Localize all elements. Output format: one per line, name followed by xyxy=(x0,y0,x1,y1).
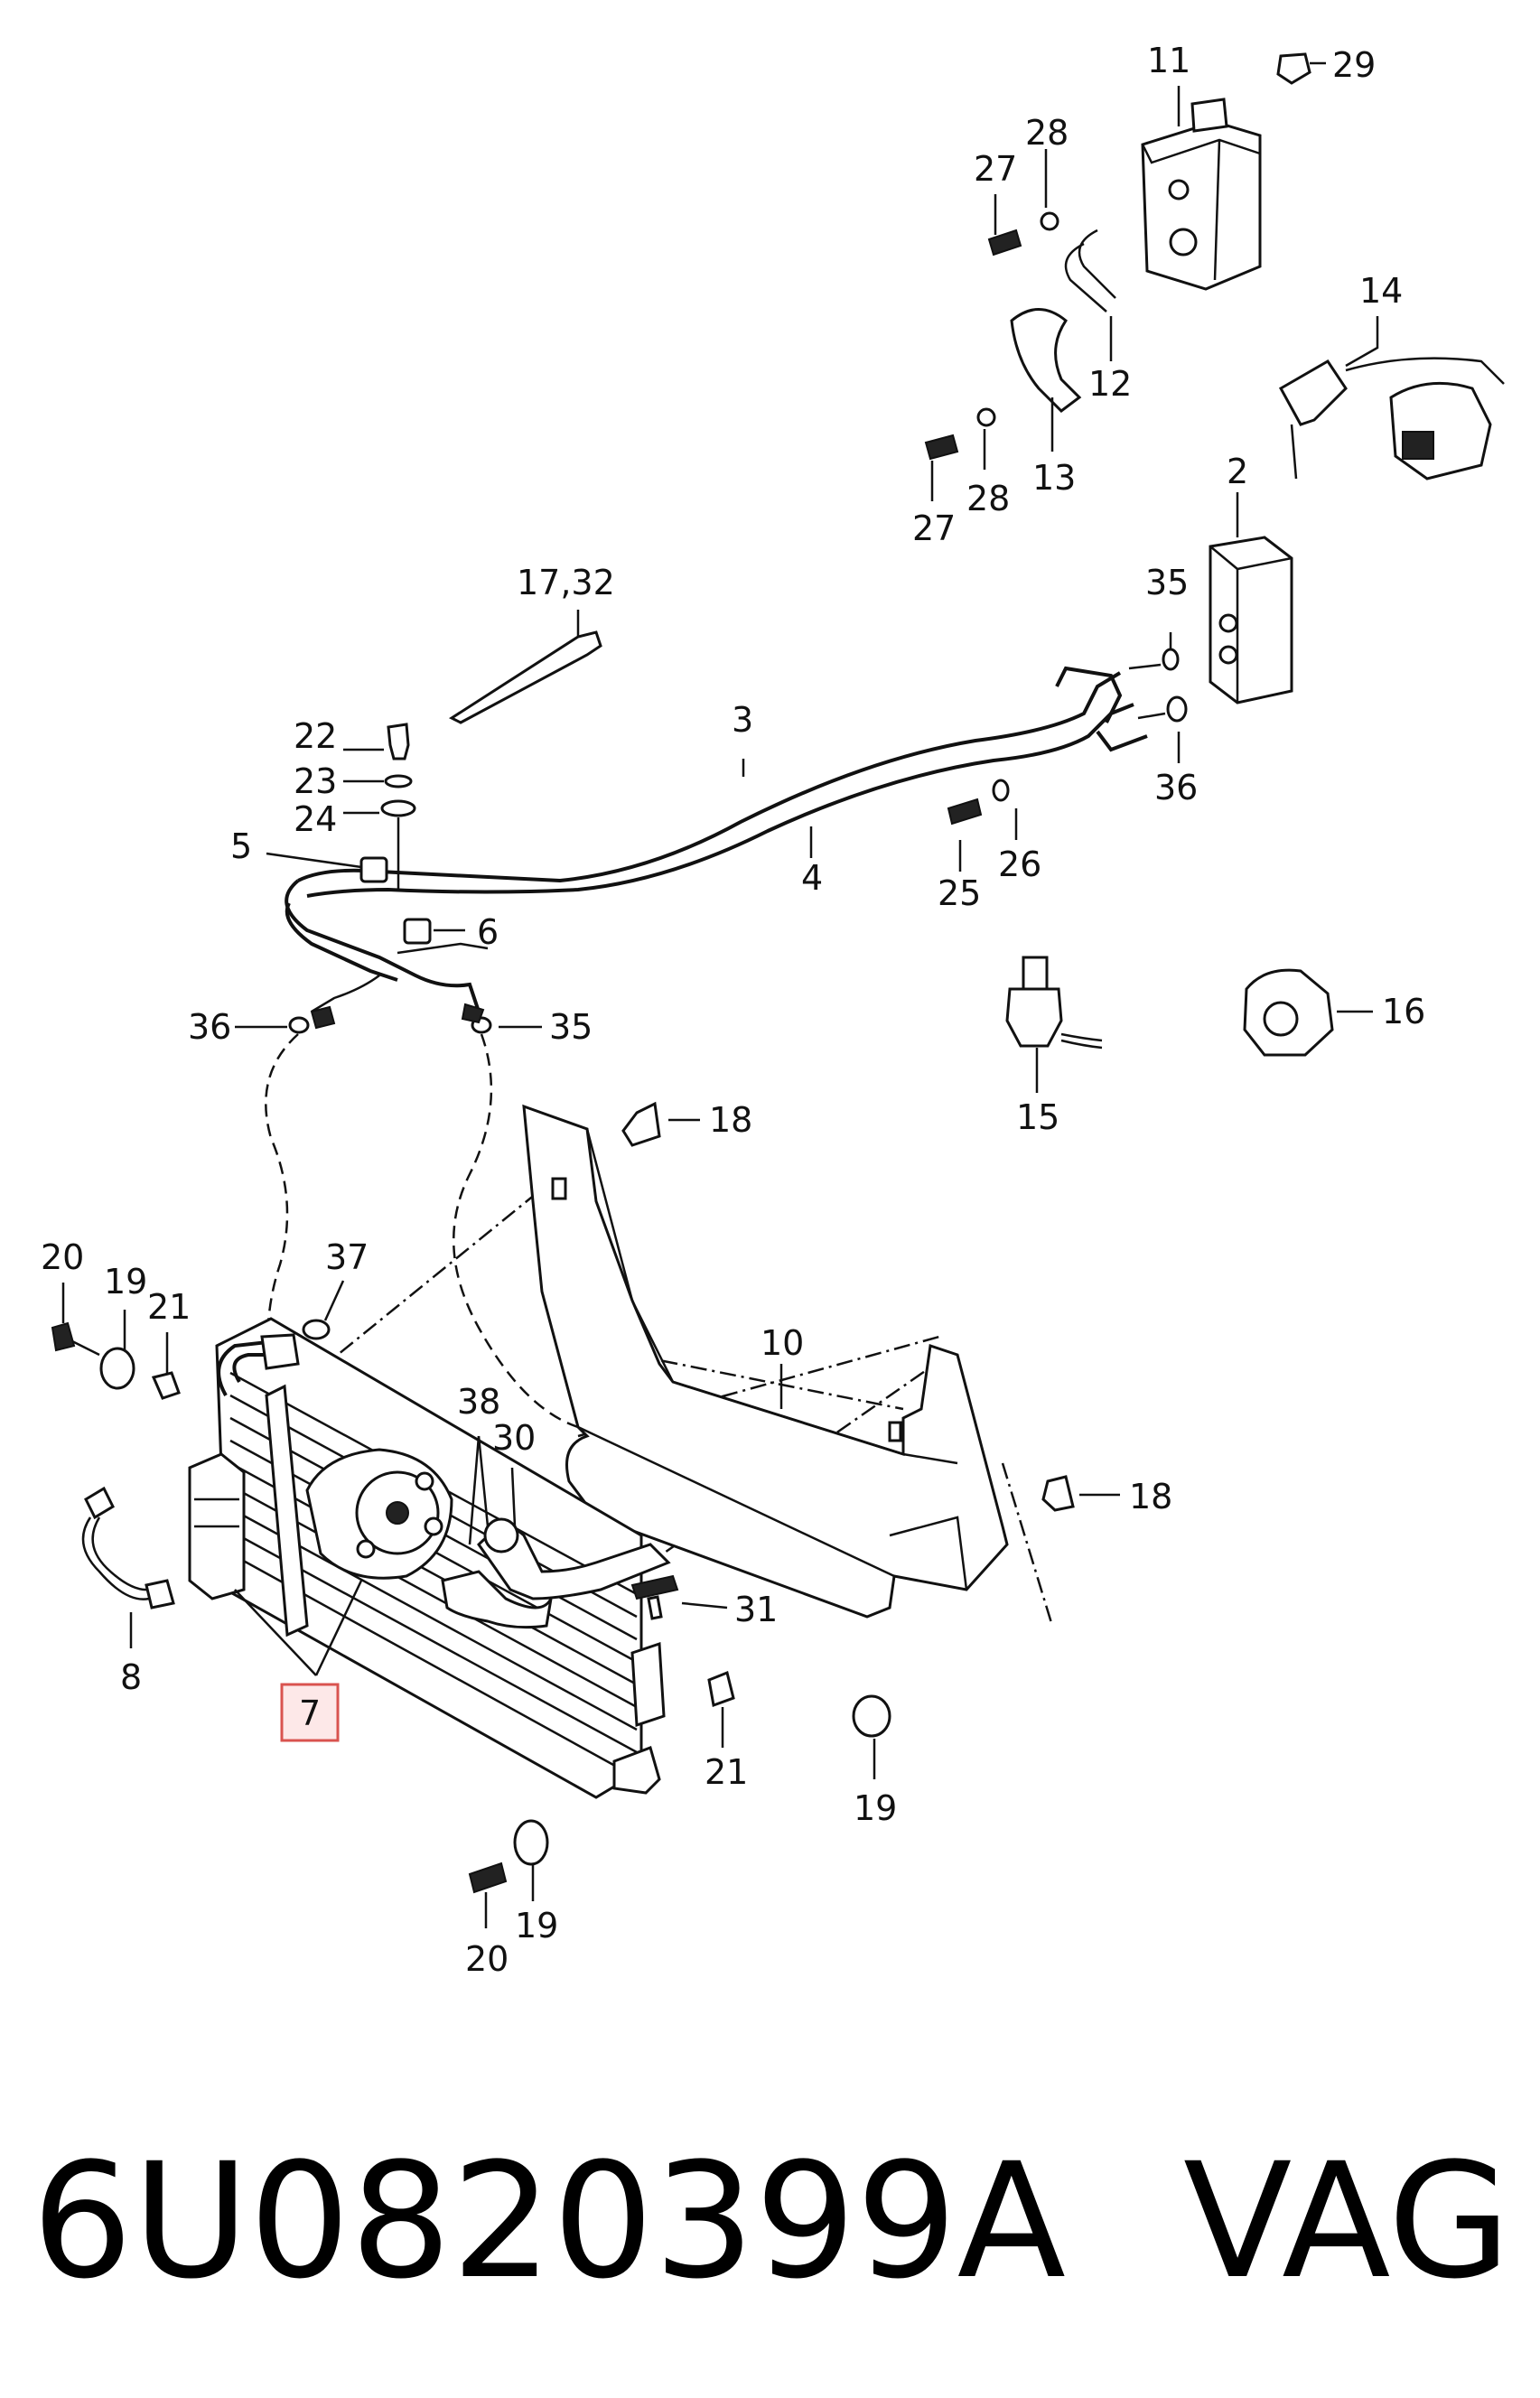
sensor-part-14 xyxy=(1278,357,1505,481)
callout-2: 2 xyxy=(1227,452,1248,491)
callout-7: 7 xyxy=(299,1694,321,1733)
callout-30: 30 xyxy=(492,1418,536,1458)
hose-part-12 xyxy=(1064,229,1116,313)
callout-21: 21 xyxy=(705,1752,748,1792)
callout-19: 19 xyxy=(515,1906,558,1945)
callout-29: 29 xyxy=(1332,45,1376,85)
reservoir-part-11 xyxy=(1141,98,1262,291)
part-number: 6U0820399A xyxy=(32,2129,1066,2314)
screw-washer-25-26 xyxy=(947,779,1010,826)
callout-3: 3 xyxy=(732,700,753,740)
compressor-body xyxy=(305,1448,453,1580)
callout-38: 38 xyxy=(457,1382,500,1422)
callout-20: 20 xyxy=(41,1237,84,1277)
callout-18: 18 xyxy=(709,1100,752,1140)
callout-16: 16 xyxy=(1382,992,1425,1031)
leader-lines xyxy=(61,61,1379,1928)
callout-36: 36 xyxy=(188,1007,231,1047)
callout-21: 21 xyxy=(147,1287,191,1327)
callout-19: 19 xyxy=(854,1788,897,1828)
footer: 6U0820399A VAG xyxy=(32,2129,1511,2314)
callout-5: 5 xyxy=(230,826,252,866)
clip-part-29 xyxy=(1276,52,1311,85)
callout-31: 31 xyxy=(734,1590,778,1629)
switch-part-16 xyxy=(1243,968,1334,1057)
callout-6: 6 xyxy=(477,912,499,952)
callout-labels: 11 29 28 27 12 14 27 28 13 2 17,32 35 3 … xyxy=(41,41,1425,1979)
callout-20: 20 xyxy=(465,1939,509,1979)
callout-14: 14 xyxy=(1359,271,1403,311)
callout-35: 35 xyxy=(1145,563,1189,602)
callout-25: 25 xyxy=(938,873,981,913)
mounts-19-20-21 xyxy=(51,1319,891,1894)
callout-15: 15 xyxy=(1016,1097,1059,1137)
hose-part-13 xyxy=(1010,308,1082,413)
callout-28: 28 xyxy=(966,479,1010,518)
callout-27: 27 xyxy=(912,509,956,548)
callout-13: 13 xyxy=(1032,458,1076,498)
callout-28: 28 xyxy=(1025,113,1069,153)
callout-4: 4 xyxy=(801,858,823,898)
bolt-part-31 xyxy=(630,1574,679,1620)
callout-37: 37 xyxy=(325,1237,369,1277)
screw-washer-27-28 xyxy=(924,211,1059,461)
callout-17-32: 17,32 xyxy=(517,563,615,602)
highlight-box xyxy=(280,1683,340,1742)
callout-23: 23 xyxy=(294,761,337,801)
callout-35: 35 xyxy=(549,1007,593,1047)
callout-26: 26 xyxy=(998,844,1041,884)
switch-part-15 xyxy=(1005,956,1103,1050)
brand-label: VAG xyxy=(1183,2129,1511,2314)
bolt-washers-22-23-24 xyxy=(380,723,416,890)
bracket-part-10 xyxy=(522,1104,1009,1619)
callout-24: 24 xyxy=(294,799,337,839)
callout-36: 36 xyxy=(1154,768,1198,807)
sensor-lead-part-8 xyxy=(81,1486,175,1610)
clips-part-18 xyxy=(621,1101,1075,1512)
callout-10: 10 xyxy=(761,1323,804,1363)
callout-11: 11 xyxy=(1147,41,1190,80)
block-part-2 xyxy=(1209,536,1293,704)
tie-strap-part-17-32 xyxy=(448,630,602,724)
callout-12: 12 xyxy=(1088,364,1132,404)
callout-19: 19 xyxy=(104,1262,147,1302)
callout-8: 8 xyxy=(120,1657,142,1697)
callout-27: 27 xyxy=(974,149,1017,189)
hose-part-30 xyxy=(441,1517,671,1629)
callout-18: 18 xyxy=(1129,1477,1172,1516)
clamp-parts-5-6 xyxy=(359,856,432,945)
callout-22: 22 xyxy=(294,716,337,756)
